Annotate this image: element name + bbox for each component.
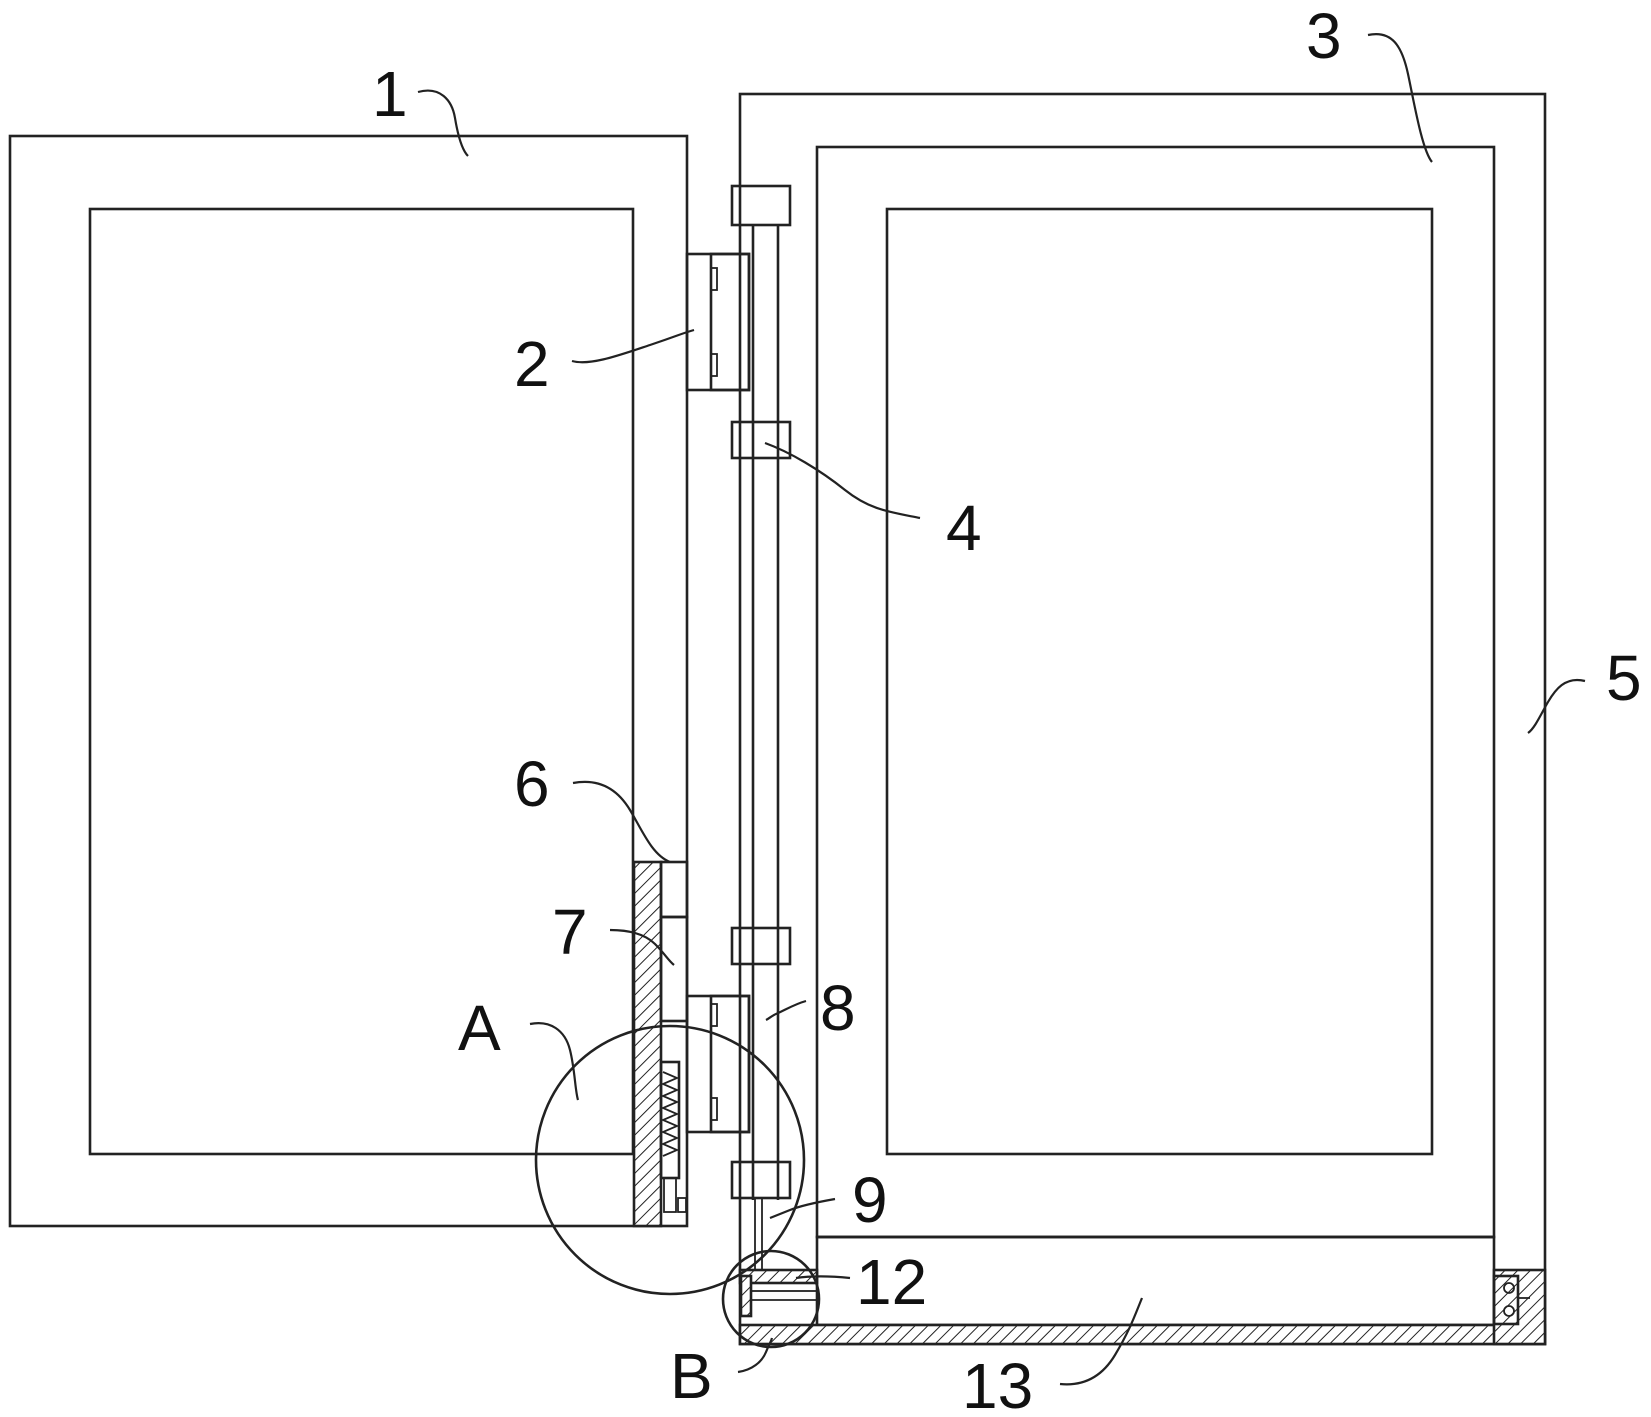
reference-labels: 1 2 3 4 5 6 7 8 9 12 13 A B [372,0,1642,1417]
leader-3 [1368,34,1432,162]
lock-block-middle [661,917,687,1021]
hinge-assembly [687,186,817,1316]
bottom-track-hatched-base [740,1325,1545,1344]
left-sash-glass-pane [90,209,633,1154]
leader-4 [765,443,920,518]
leader-12 [796,1277,850,1279]
label-7: 7 [552,896,588,968]
latch-head [741,1276,751,1316]
right-track-end-hatched [1494,1270,1545,1344]
label-6: 6 [514,748,550,820]
label-4: 4 [946,492,982,564]
outer-window-frame [740,94,1545,1344]
label-8: 8 [820,972,856,1044]
leader-1 [418,91,468,156]
right-sash-outer-frame [817,147,1494,1237]
leader-a [530,1023,578,1100]
label-1: 1 [372,58,408,130]
label-3: 3 [1306,0,1342,72]
leader-9 [770,1199,835,1218]
label-b: B [670,1340,713,1412]
spring-base [664,1178,676,1212]
label-2: 2 [514,328,550,400]
leader-6 [573,782,670,862]
leader-8 [766,1001,806,1020]
leader-5 [1528,680,1585,733]
label-a: A [458,992,501,1064]
label-5: 5 [1606,642,1642,714]
label-13: 13 [962,1350,1033,1417]
leader-lines [418,34,1585,1384]
left-sash [10,136,687,1226]
lock-block-upper [661,862,687,917]
right-frame [740,94,1545,1344]
label-9: 9 [852,1164,888,1236]
label-12: 12 [856,1246,927,1318]
lock-strip [634,862,687,1226]
right-sash-glass-pane [887,209,1432,1154]
spring-foot [678,1198,686,1212]
left-sash-outer-frame [10,136,687,1226]
spring [663,1072,677,1156]
hatched-strip [634,862,661,1226]
detail-circle-a [536,1026,804,1294]
